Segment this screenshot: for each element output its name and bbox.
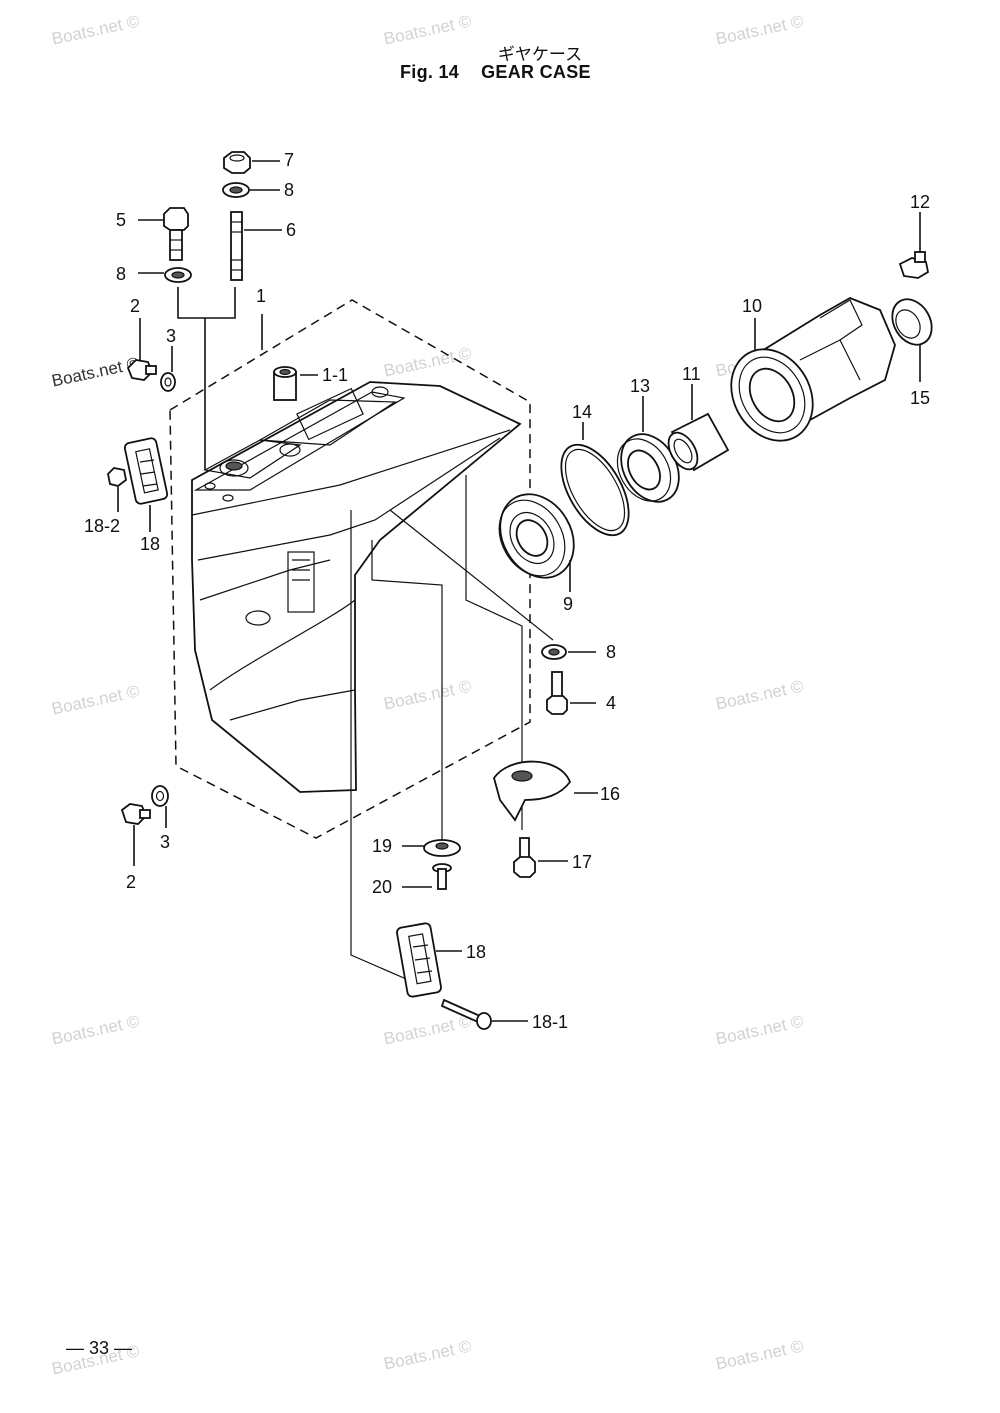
assembly-outline [169, 299, 531, 839]
callout-18-1: 18-1 [532, 1012, 568, 1032]
page-number: — 33 — [66, 1338, 133, 1358]
part-2-drain-plug-lower [120, 803, 151, 825]
figure-number: Fig. 14 [400, 62, 460, 82]
part-18-2-screw [107, 467, 127, 487]
callout-8-top: 8 [284, 180, 294, 200]
part-15-oil-seal [891, 298, 933, 346]
callout-15: 15 [910, 388, 930, 408]
part-5-bolt [163, 207, 189, 261]
callout-13: 13 [630, 376, 650, 396]
part-3-washer-upper [160, 372, 176, 392]
callout-20: 20 [372, 877, 392, 897]
title-japanese: ギヤケース [497, 45, 583, 65]
part-3-washer-lower [151, 785, 169, 807]
part-7-nut [223, 151, 251, 174]
callout-7: 7 [284, 150, 294, 170]
part-1-1-sleeve [273, 366, 297, 401]
callout-5: 5 [116, 210, 126, 230]
callout-3-upper: 3 [166, 326, 176, 346]
part-17-bolt [513, 837, 536, 878]
callout-17: 17 [572, 852, 592, 872]
part-18-anode-lower [396, 922, 442, 998]
callout-8-left: 8 [116, 264, 126, 284]
callout-12: 12 [910, 192, 930, 212]
callout-2-upper: 2 [130, 296, 140, 316]
callout-11: 11 [682, 364, 701, 384]
figure-title: Fig. 14 GEAR CASE [400, 62, 591, 83]
callout-16: 16 [600, 784, 620, 804]
gear-case-housing [191, 381, 522, 793]
part-18-anode-upper [123, 437, 169, 505]
callout-3-lower: 3 [160, 832, 170, 852]
callout-1-1: 1-1 [322, 365, 348, 385]
part-12-screw [898, 251, 930, 279]
part-4-bolt [546, 671, 568, 715]
callout-2-lower: 2 [126, 872, 136, 892]
callout-10: 10 [742, 296, 762, 316]
part-8-washer-top [222, 182, 250, 198]
callout-9: 9 [563, 594, 573, 614]
part-16-trim-tab [493, 760, 572, 822]
part-11-needle-bearing [667, 412, 730, 472]
part-18-1-bolt [440, 998, 492, 1030]
part-19-spring-plate [423, 839, 461, 857]
part-8-washer-right [541, 644, 567, 660]
part-8-washer-left [164, 267, 192, 283]
part-14-o-ring [560, 443, 630, 537]
callout-1: 1 [256, 286, 266, 306]
part-9-ball-bearing [498, 493, 575, 579]
callout-19: 19 [372, 836, 392, 856]
callout-18-lower: 18 [466, 942, 486, 962]
callout-4: 4 [606, 693, 616, 713]
callout-8-right: 8 [606, 642, 616, 662]
part-6-stud [230, 211, 243, 281]
part-20-screw [432, 863, 452, 890]
figure-name: GEAR CASE [481, 62, 591, 82]
callout-14: 14 [572, 402, 592, 422]
part-10-bearing-holder [730, 297, 896, 442]
callout-18-2: 18-2 [84, 516, 120, 536]
callout-6: 6 [286, 220, 296, 240]
part-13-ball-bearing [616, 433, 680, 503]
callout-18-upper: 18 [140, 534, 160, 554]
part-2-drain-plug-upper [126, 359, 157, 381]
